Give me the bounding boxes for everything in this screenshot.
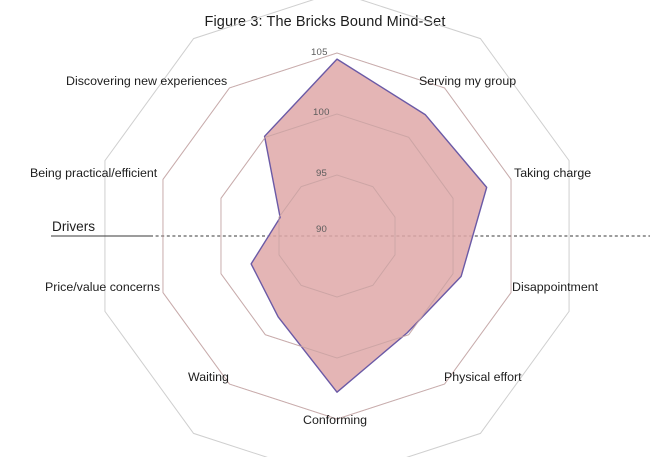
axis-label-taking-charge: Taking charge — [514, 166, 592, 180]
series-polygon-group — [162, 52, 512, 420]
grid-ring-105 — [104, 0, 570, 457]
page-title: Figure 3: The Bricks Bound Mind-Set — [204, 14, 446, 30]
drivers-label: Drivers — [52, 219, 96, 234]
series-polygon — [250, 58, 488, 393]
axis-label-waiting: Waiting — [188, 370, 229, 384]
grid-ring-overlay-100 — [162, 52, 512, 420]
axis-label-being-practical-efficient: Being practical/efficient — [30, 166, 158, 180]
ring-tick-label-95: 95 — [316, 168, 328, 179]
ring-tick-label-100: 100 — [313, 107, 330, 118]
axis-label-physical-effort: Physical effort — [444, 370, 522, 384]
axis-label-price-value-concerns: Price/value concerns — [45, 280, 161, 294]
axis-label-conforming: Conforming — [303, 413, 368, 427]
axis-label-disappointment: Disappointment — [512, 280, 599, 294]
ring-tick-label-105: 105 — [311, 47, 328, 58]
axis-label-serving-my-group: Serving my group — [419, 74, 517, 88]
grid-ring-overlay-90 — [278, 174, 396, 298]
axis-label-discovering-new-experiences: Discovering new experiences — [66, 74, 228, 88]
ring-tick-label-90: 90 — [316, 224, 328, 235]
grid-ring-overlay-95 — [220, 113, 454, 359]
